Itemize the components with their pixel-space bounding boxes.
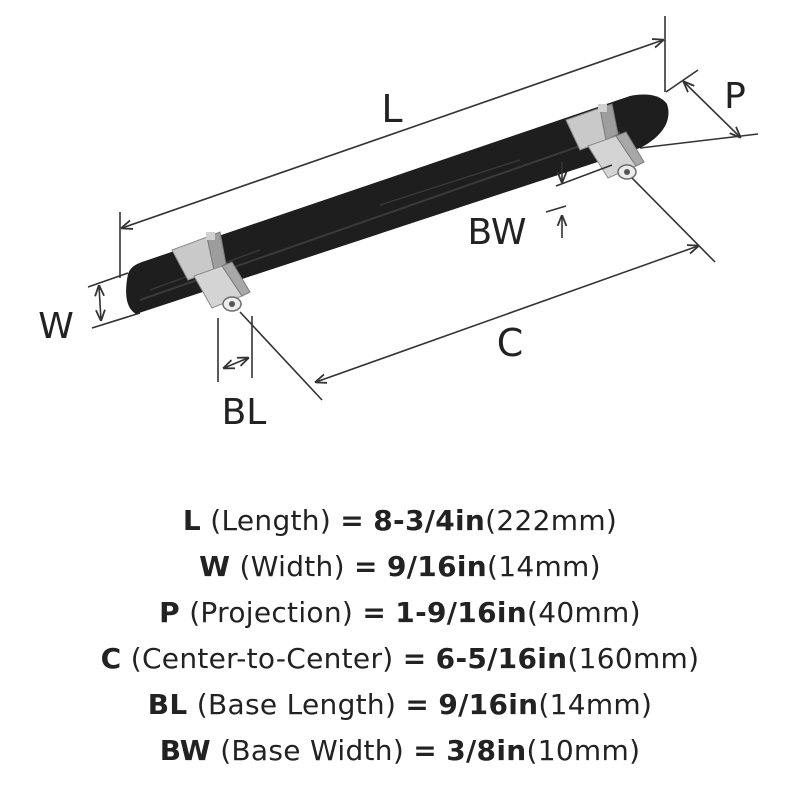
spec-equals: = [354,550,378,583]
length-dimension: L [120,16,665,278]
spec-row: C (Center-to-Center) = 6-5/16in(160mm) [0,636,800,682]
spec-name: (Projection) [189,596,354,629]
spec-equals: = [340,504,365,537]
right-post [565,103,645,180]
projection-extension-top [665,69,699,93]
length-label: L [381,87,402,131]
spec-metric: (14mm) [487,550,601,583]
projection-dimension: P [639,69,759,149]
diagram-svg: L P W [38,16,759,433]
spec-code: BW [159,734,211,767]
spec-name: (Center-to-Center) [130,642,394,675]
spec-value: 1-9/16in [395,596,527,629]
spec-value: 6-5/16in [435,642,568,675]
right-base-side [615,131,645,167]
center-extension-right [631,177,716,263]
base-width-extension-bottom [545,205,567,213]
right-screw-hole [624,169,630,175]
spec-code: BL [147,688,188,721]
center-label: C [497,321,524,365]
projection-arrow [684,82,740,137]
spec-row: W (Width) = 9/16in(14mm) [0,544,800,590]
left-post [171,231,251,312]
spec-code: L [182,504,202,537]
base-width-label: BW [467,212,526,253]
center-dimension: C [239,177,716,401]
base-length-dimension: BL [217,316,267,433]
spec-metric: (160mm) [567,642,700,675]
spec-name: (Base Length) [196,688,397,721]
center-extension-left [239,311,323,401]
spec-metric: (222mm) [485,504,618,537]
spec-value: 9/16in [387,550,488,583]
spec-metric: (40mm) [527,596,641,629]
handle-diagram: L P W [38,16,759,433]
spec-row: BL (Base Length) = 9/16in(14mm) [0,682,800,728]
length-arrow [122,40,663,228]
base-length-arrow [224,358,248,368]
width-label: W [38,306,74,347]
spec-equals: = [362,596,387,629]
spec-metric: (14mm) [538,688,653,721]
left-pin [206,232,215,240]
spec-value: 9/16in [438,688,539,721]
left-screw-hole [229,301,235,307]
projection-label: P [724,76,746,117]
spec-code: W [199,550,231,583]
spec-value: 8-3/4in [373,504,486,537]
spec-name: (Length) [210,504,332,537]
spec-row: L (Length) = 8-3/4in(222mm) [0,498,800,544]
spec-list: L (Length) = 8-3/4in(222mm)W (Width) = 9… [0,498,800,774]
spec-equals: = [402,642,427,675]
spec-row: BW (Base Width) = 3/8in(10mm) [0,728,800,774]
spec-equals: = [405,688,430,721]
spec-equals: = [413,734,438,767]
spec-value: 3/8in [446,734,527,767]
right-collar-side [599,103,619,141]
spec-code: C [100,642,122,675]
left-base-side [221,261,251,297]
spec-name: (Width) [239,550,345,583]
width-dimension: W [38,272,141,347]
spec-code: P [159,596,180,629]
width-extension-top [87,272,129,288]
width-arrow [99,286,101,320]
spec-row: P (Projection) = 1-9/16in(40mm) [0,590,800,636]
handle-body [126,94,669,314]
spec-name: (Base Width) [220,734,405,767]
base-length-label: BL [222,392,267,433]
projection-extension-bottom [639,133,759,149]
spec-metric: (10mm) [526,734,641,767]
width-extension-bottom [91,312,141,329]
center-arrow [316,246,698,382]
right-pin [598,104,607,112]
